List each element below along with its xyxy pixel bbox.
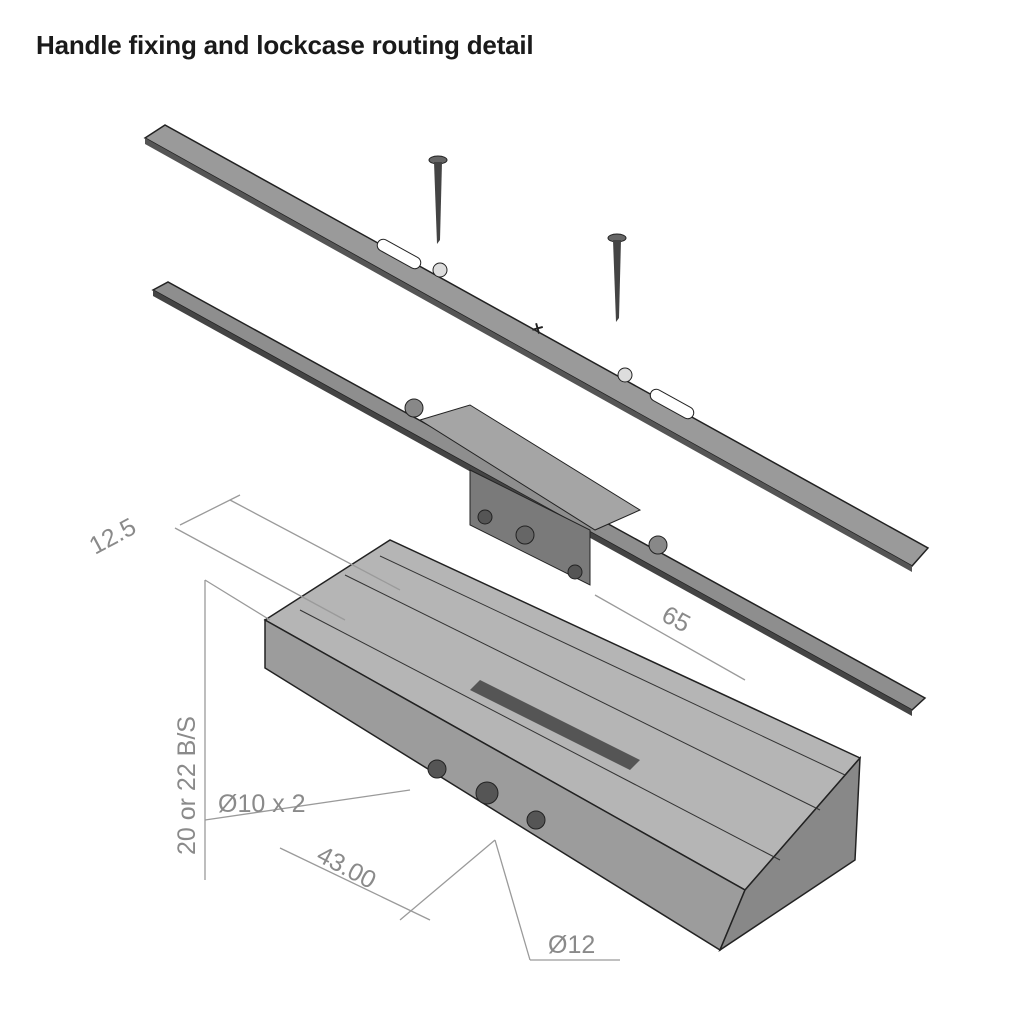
dimension-label: Ø12 <box>548 931 595 959</box>
handle-plate: ✕ <box>143 124 930 572</box>
lockcase-rail <box>151 281 927 716</box>
dimension-label: 20 or 22 B/S <box>173 716 201 855</box>
dimension-label: 12.5 <box>85 513 141 561</box>
dimension-lines <box>174 494 746 961</box>
dimension-label: 43.00 <box>312 841 380 895</box>
window-profile <box>263 539 862 952</box>
screw-icon <box>607 233 627 322</box>
screw-icon <box>428 155 448 244</box>
dimension-label: 65 <box>657 601 695 639</box>
page-title: Handle fixing and lockcase routing detai… <box>36 30 534 60</box>
dimension-label: Ø10 x 2 <box>218 790 306 818</box>
